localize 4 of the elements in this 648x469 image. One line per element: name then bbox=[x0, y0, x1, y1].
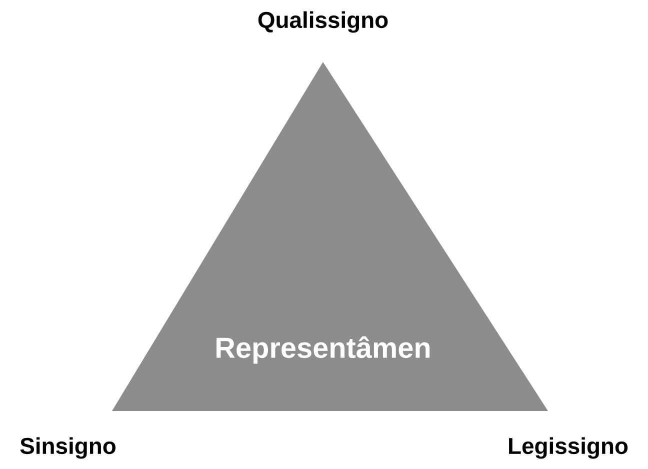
vertex-label: Legissigno bbox=[509, 437, 628, 459]
triangle: Representâmen bbox=[112, 62, 548, 411]
vertex-label: Sinsigno bbox=[20, 437, 116, 459]
vertex-label: Qualissigno bbox=[258, 11, 388, 33]
